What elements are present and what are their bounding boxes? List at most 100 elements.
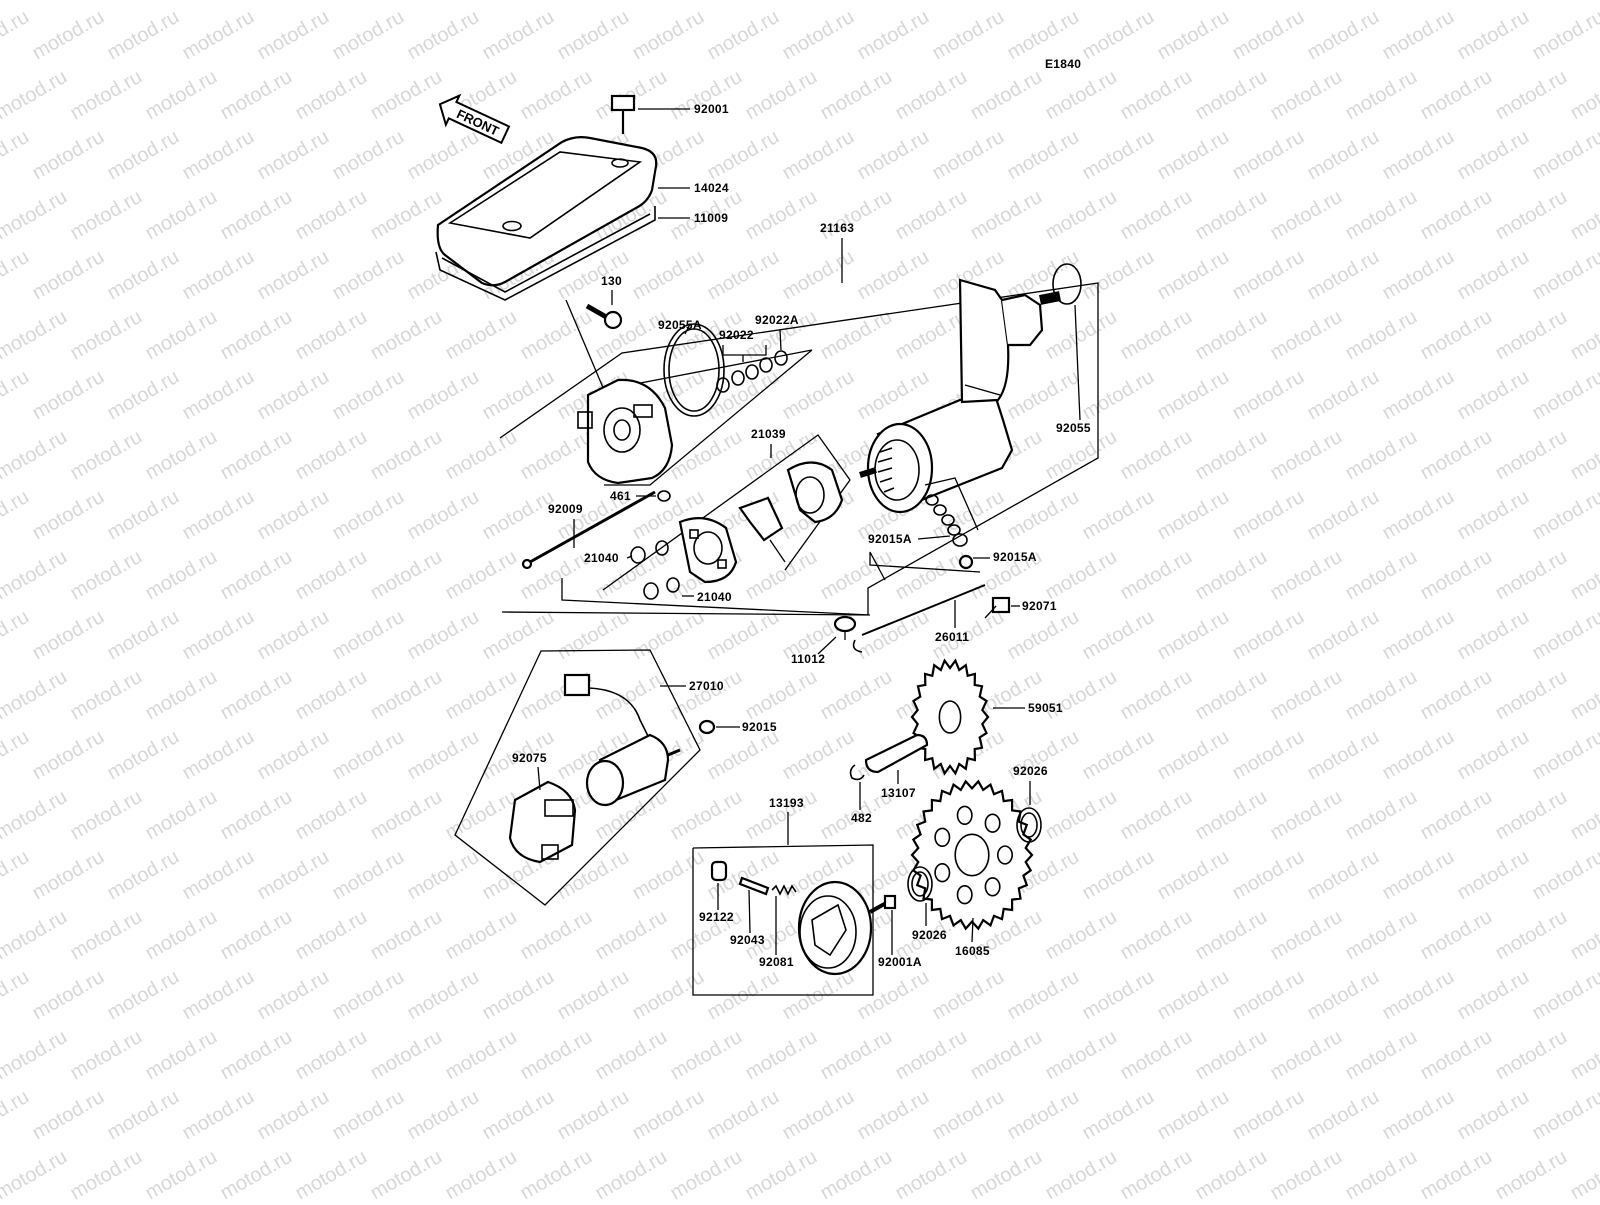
watermark: motod.ru [0, 786, 71, 845]
watermark: motod.ru [1117, 306, 1196, 365]
watermark: motod.ru [367, 426, 446, 485]
watermark: motod.ru [217, 66, 296, 125]
watermark: motod.ru [442, 1026, 521, 1085]
watermark: motod.ru [1229, 6, 1308, 65]
watermark: motod.ru [404, 366, 483, 425]
watermark: motod.ru [554, 606, 633, 665]
watermark: motod.ru [67, 1146, 146, 1200]
watermark: motod.ru [292, 426, 371, 485]
label-21163: 21163 [820, 221, 854, 235]
watermark: motod.ru [967, 1026, 1046, 1085]
watermark: motod.ru [254, 966, 333, 1025]
watermark: motod.ru [1079, 246, 1158, 305]
watermark: motod.ru [629, 846, 708, 905]
watermark: motod.ru [142, 186, 221, 245]
watermark: motod.ru [1229, 966, 1308, 1025]
watermark: motod.ru [179, 606, 258, 665]
watermark: motod.ru [292, 186, 371, 245]
watermark: motod.ru [1304, 846, 1383, 905]
watermark: motod.ru [1192, 546, 1271, 605]
label-92075: 92075 [512, 751, 547, 765]
watermark: motod.ru [1529, 126, 1600, 185]
watermark: motod.ru [0, 906, 71, 965]
watermark: motod.ru [1304, 606, 1383, 665]
watermark: motod.ru [1529, 726, 1600, 785]
watermark: motod.ru [1529, 1086, 1600, 1145]
watermark: motod.ru [1567, 66, 1600, 125]
watermark: motod.ru [292, 786, 371, 845]
watermark: motod.ru [104, 126, 183, 185]
watermark: motod.ru [1529, 366, 1600, 425]
watermark: motod.ru [929, 126, 1008, 185]
watermark: motod.ru [929, 6, 1008, 65]
watermark: motod.ru [817, 66, 896, 125]
watermark: motod.ru [1304, 366, 1383, 425]
watermark: motod.ru [1567, 0, 1600, 4]
watermark: motod.ru [1417, 1146, 1496, 1200]
watermark: motod.ru [1567, 906, 1600, 965]
watermark: motod.ru [1154, 366, 1233, 425]
watermark: motod.ru [1042, 0, 1121, 4]
watermark: motod.ru [367, 1146, 446, 1200]
watermark: motod.ru [217, 666, 296, 725]
label-461: 461 [610, 489, 631, 503]
watermark: motod.ru [29, 966, 108, 1025]
watermark: motod.ru [479, 366, 558, 425]
watermark: motod.ru [1417, 306, 1496, 365]
watermark: motod.ru [1529, 486, 1600, 545]
watermark: motod.ru [217, 306, 296, 365]
watermark: motod.ru [0, 366, 33, 425]
watermark: motod.ru [1042, 786, 1121, 845]
watermark: motod.ru [1529, 846, 1600, 905]
watermark: motod.ru [329, 486, 408, 545]
watermark: motod.ru [142, 786, 221, 845]
watermark: motod.ru [1454, 486, 1533, 545]
watermark: motod.ru [1267, 426, 1346, 485]
watermark: motod.ru [629, 6, 708, 65]
watermark: motod.ru [0, 6, 33, 65]
watermark: motod.ru [442, 546, 521, 605]
watermark: motod.ru [1154, 6, 1233, 65]
watermark: motod.ru [367, 546, 446, 605]
end-cover [578, 380, 672, 483]
watermark: motod.ru [704, 246, 783, 305]
watermark: motod.ru [1117, 786, 1196, 845]
watermark: motod.ru [0, 966, 33, 1025]
watermark: motod.ru [742, 786, 821, 845]
watermark: motod.ru [1342, 786, 1421, 845]
watermark: motod.ru [517, 66, 596, 125]
watermark: motod.ru [1492, 0, 1571, 4]
watermark: motod.ru [292, 66, 371, 125]
watermark: motod.ru [1192, 786, 1271, 845]
watermark: motod.ru [29, 1086, 108, 1145]
watermark: motod.ru [329, 246, 408, 305]
watermark: motod.ru [0, 0, 71, 4]
watermark: motod.ru [667, 1146, 746, 1200]
label-26011: 26011 [935, 630, 969, 644]
watermark: motod.ru [779, 246, 858, 305]
watermark: motod.ru [442, 0, 521, 4]
label-13107: 13107 [881, 786, 916, 800]
watermark: motod.ru [67, 906, 146, 965]
label-92055A: 92055A [658, 318, 702, 332]
watermark: motod.ru [217, 186, 296, 245]
watermark: motod.ru [404, 126, 483, 185]
watermark: motod.ru [329, 966, 408, 1025]
watermark: motod.ru [67, 546, 146, 605]
watermark: motod.ru [1192, 666, 1271, 725]
watermark: motod.ru [704, 726, 783, 785]
watermark: motod.ru [0, 186, 71, 245]
watermark: motod.ru [1304, 1086, 1383, 1145]
watermark: motod.ru [1267, 1026, 1346, 1085]
watermark: motod.ru [1379, 966, 1458, 1025]
watermark: motod.ru [1117, 546, 1196, 605]
label-21039: 21039 [751, 427, 786, 441]
watermark: motod.ru [629, 246, 708, 305]
watermark: motod.ru [1154, 126, 1233, 185]
watermark: motod.ru [1492, 66, 1571, 125]
watermark: motod.ru [1229, 246, 1308, 305]
watermark: motod.ru [1417, 786, 1496, 845]
label-92026-a: 92026 [1013, 764, 1048, 778]
watermark: motod.ru [554, 846, 633, 905]
